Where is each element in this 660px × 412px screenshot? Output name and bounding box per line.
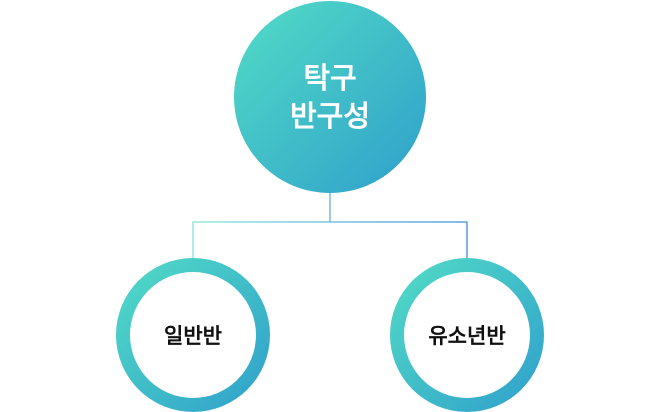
- root-title-line1: 탁구: [303, 61, 357, 95]
- child-node-general: 일반반: [116, 258, 270, 412]
- child-label: 유소년반: [428, 324, 506, 348]
- child-label: 일반반: [164, 324, 222, 348]
- root-node: 탁구 반구성: [234, 1, 426, 193]
- child-node-youth: 유소년반: [390, 258, 544, 412]
- root-title-line2: 반구성: [289, 99, 371, 133]
- connector-branch: [192, 221, 468, 258]
